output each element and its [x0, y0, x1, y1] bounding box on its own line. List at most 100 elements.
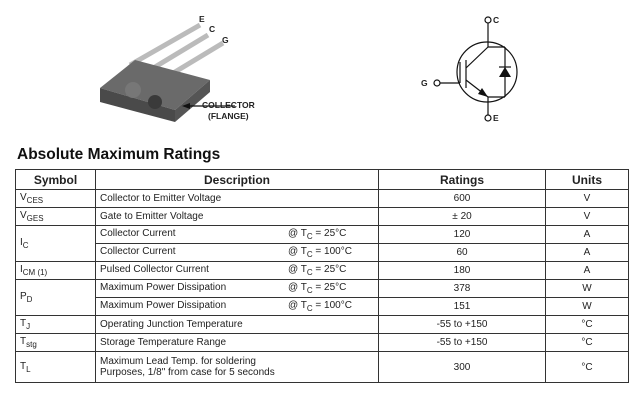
- description-line2: Purposes, 1/8" from case for 5 seconds: [100, 367, 275, 378]
- rating-value: -55 to +150: [378, 333, 546, 352]
- unit: W: [545, 297, 629, 316]
- condition-prefix: @ T: [288, 300, 307, 311]
- description-cell: @ TC = 25°C Collector Current: [95, 225, 379, 244]
- description: Maximum Power Dissipation: [100, 300, 227, 311]
- condition-subscript: C: [306, 232, 313, 241]
- table-row: VCES Collector to Emitter Voltage 600 V: [15, 189, 629, 208]
- schematic-g-label: G: [421, 78, 428, 88]
- symbol-cell: Tstg: [15, 333, 96, 352]
- to247-package-illustration: [100, 22, 235, 122]
- unit: °C: [545, 315, 629, 334]
- condition: @ TC = 25°C: [288, 282, 374, 295]
- condition-value: = 25°C: [312, 228, 347, 239]
- description: Collector Current: [100, 246, 176, 257]
- pin-g-label: G: [222, 35, 229, 45]
- description: Collector to Emitter Voltage: [100, 193, 222, 204]
- unit: V: [545, 207, 629, 226]
- symbol-subscript: CES: [26, 196, 44, 205]
- unit: W: [545, 279, 629, 298]
- rating-value: -55 to +150: [378, 315, 546, 334]
- symbol-subscript: C: [22, 241, 29, 250]
- condition-value: = 25°C: [312, 264, 347, 275]
- condition-prefix: @ T: [288, 246, 307, 257]
- condition-subscript: C: [306, 250, 313, 259]
- symbol: I: [20, 237, 23, 248]
- unit: A: [545, 225, 629, 244]
- header-units: Units: [545, 169, 629, 190]
- symbol-cell: TL: [15, 351, 96, 383]
- rating-value: 151: [378, 297, 546, 316]
- description-cell: @ TC = 25°C Pulsed Collector Current: [95, 261, 379, 280]
- description-cell: Operating Junction Temperature: [95, 315, 379, 334]
- table-row: @ TC = 100°C Maximum Power Dissipation 151…: [16, 297, 629, 316]
- rating-value: 600: [378, 189, 546, 208]
- unit: A: [545, 243, 629, 262]
- collector-label: COLLECTOR: [202, 100, 255, 110]
- description: Storage Temperature Range: [100, 337, 227, 348]
- rating-value: 180: [378, 261, 546, 280]
- table-row: TJ Operating Junction Temperature -55 to +…: [15, 315, 629, 334]
- condition: @ TC = 25°C: [288, 228, 374, 241]
- condition-value: = 100°C: [312, 246, 352, 257]
- condition-prefix: @ T: [288, 282, 307, 293]
- rating-value: ± 20: [378, 207, 546, 226]
- schematic-c-label: C: [493, 15, 500, 25]
- rating-value: 60: [378, 243, 546, 262]
- pin-c-label: C: [209, 24, 216, 34]
- rating-value: 120: [378, 225, 546, 244]
- symbol-cell: VCES: [15, 189, 96, 208]
- flange-label: (FLANGE): [208, 111, 249, 121]
- rating-value: 378: [378, 279, 546, 298]
- unit: °C: [545, 351, 629, 383]
- condition-value: = 25°C: [312, 282, 347, 293]
- unit: A: [545, 261, 629, 280]
- igbt-schematic-symbol: [433, 16, 518, 122]
- symbol: T: [20, 318, 27, 329]
- symbol: T: [20, 336, 27, 347]
- symbol-cell: PD: [15, 279, 96, 316]
- description-cell: Collector to Emitter Voltage: [95, 189, 379, 208]
- symbol: P: [20, 291, 27, 302]
- symbol: V: [20, 210, 27, 221]
- description: Maximum Lead Temp. for soldering: [100, 356, 256, 367]
- condition-subscript: C: [306, 286, 313, 295]
- pin-e-label: E: [199, 14, 205, 24]
- description-cell: @ TC = 100°C Maximum Power Dissipation: [95, 297, 379, 316]
- header-ratings: Ratings: [378, 169, 546, 190]
- symbol-cell: TJ: [15, 315, 96, 334]
- condition-prefix: @ T: [288, 264, 307, 275]
- table-header-row: Symbol Description Ratings Units: [15, 169, 629, 190]
- description: Operating Junction Temperature: [100, 319, 243, 330]
- description: Maximum Power Dissipation: [100, 282, 227, 293]
- symbol-subscript: J: [26, 322, 31, 331]
- symbol-subscript: GES: [26, 214, 44, 223]
- header-symbol: Symbol: [15, 169, 96, 190]
- symbol: T: [20, 360, 27, 372]
- section-title: Absolute Maximum Ratings: [17, 146, 221, 163]
- symbol: I: [20, 264, 23, 275]
- header-description: Description: [95, 169, 379, 190]
- condition-value: = 100°C: [312, 300, 352, 311]
- table-row: Tstg Storage Temperature Range -55 to +150…: [15, 333, 629, 352]
- description-cell: @ TC = 25°C Maximum Power Dissipation: [95, 279, 379, 298]
- condition-subscript: C: [306, 268, 313, 277]
- description: Pulsed Collector Current: [100, 264, 209, 275]
- symbol: V: [20, 192, 27, 203]
- symbol-cell: IC: [15, 225, 96, 262]
- symbol-subscript: stg: [26, 340, 37, 349]
- condition: @ TC = 25°C: [288, 264, 374, 277]
- description: Collector Current: [100, 228, 176, 239]
- description-cell: Storage Temperature Range: [95, 333, 379, 352]
- symbol-subscript: CM (1): [22, 268, 48, 277]
- condition: @ TC = 100°C: [288, 300, 374, 313]
- schematic-e-label: E: [493, 113, 499, 123]
- condition: @ TC = 100°C: [288, 246, 374, 259]
- description-cell: Gate to Emitter Voltage: [95, 207, 379, 226]
